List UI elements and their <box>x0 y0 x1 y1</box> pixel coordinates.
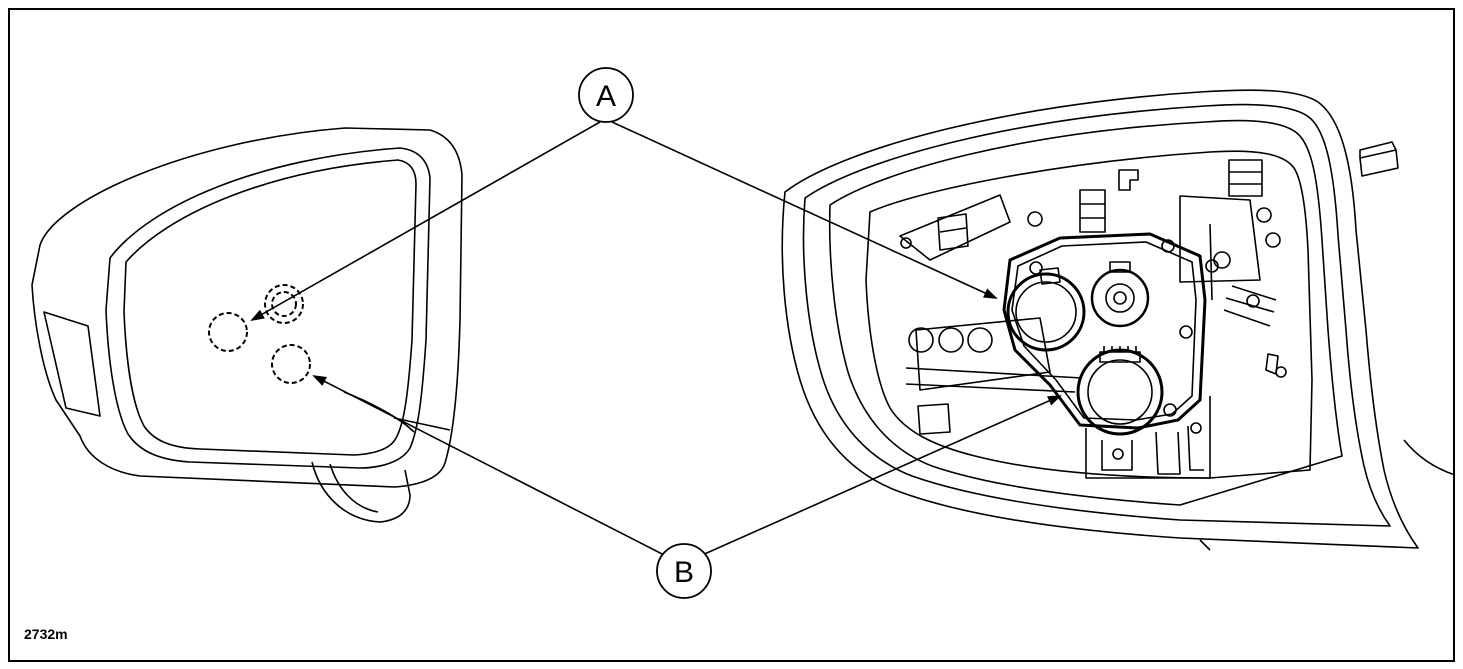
clip-b-dashed-circle <box>271 344 311 384</box>
leader-lines <box>250 121 1062 557</box>
center-pivot-dashed-circle <box>264 284 304 324</box>
callout-a: A <box>578 67 634 123</box>
callout-b: B <box>656 543 712 599</box>
leader-a-to-housing <box>611 121 998 299</box>
figure-border <box>8 8 1455 662</box>
callout-a-label: A <box>596 80 616 113</box>
leader-b-to-glass <box>312 375 667 557</box>
leader-b-to-housing <box>699 395 1062 557</box>
callout-b-label: B <box>674 556 694 589</box>
leader-a-to-glass <box>250 121 601 321</box>
clip-locations <box>208 284 311 384</box>
mirror-motor-mechanism <box>1002 232 1219 479</box>
mirror-housing-drawing <box>781 89 1456 551</box>
figure-id: 2732m <box>24 626 68 642</box>
clip-a-dashed-circle <box>208 312 248 352</box>
mirror-glass-drawing <box>31 127 463 523</box>
